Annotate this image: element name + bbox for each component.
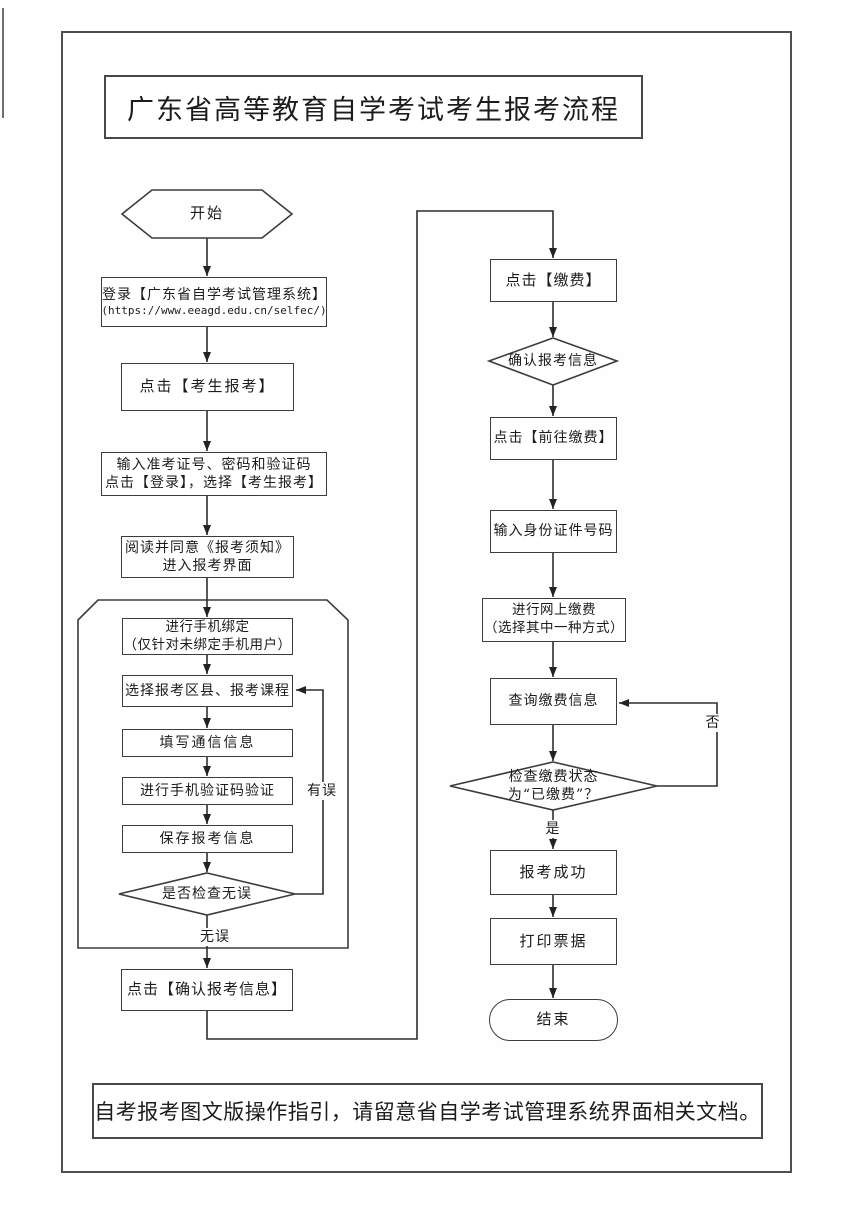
go-pay-step: 点击【前往缴费】: [490, 417, 617, 460]
confirm-info-step: 点击【确认报考信息】: [121, 969, 293, 1011]
pay-status-decision: 检查缴费状态 为“已缴费”？: [507, 768, 600, 803]
print-receipt-step: 打印票据: [490, 918, 617, 965]
id-number-step: 输入身份证件号码: [490, 510, 617, 553]
pay-click-step: 点击【缴费】: [490, 259, 617, 302]
start-hexagon-shape: [120, 189, 294, 239]
outer-border: [61, 31, 792, 1173]
confirm-reg-diamond-shape: [486, 337, 620, 386]
footer-note-text: 自考报考图文版操作指引，请留意省自学考试管理系统界面相关文档。: [94, 1100, 761, 1124]
register-click-step: 点击【考生报考】: [121, 363, 294, 411]
label-has-error: 有误: [304, 782, 340, 800]
check-correct-decision: 是否检查无误: [162, 885, 252, 902]
label-yes: 是: [545, 820, 561, 838]
label-no: 否: [705, 714, 721, 732]
page-title: 广东省高等教育自学考试考生报考流程: [104, 75, 643, 139]
query-pay-step: 查询缴费信息: [490, 678, 617, 725]
save-info-step: 保存报考信息: [122, 825, 293, 853]
end-terminator: 结束: [489, 999, 618, 1041]
sms-verify-step: 进行手机验证码验证: [122, 777, 293, 805]
label-no-error: 无误: [195, 928, 235, 946]
select-courses-step: 选择报考区县、报考课程: [122, 675, 293, 707]
success-step: 报考成功: [490, 850, 617, 895]
page-title-text: 广东省高等教育自学考试考生报考流程: [127, 94, 620, 126]
online-pay-step: 进行网上缴费 （选择其中一种方式）: [482, 598, 626, 642]
page-edge-artifact: [2, 8, 4, 118]
footer-note: 自考报考图文版操作指引，请留意省自学考试管理系统界面相关文档。: [92, 1083, 763, 1139]
login-step: 登录【广东省自学考试管理系统】 (https://www.eeagd.edu.c…: [101, 277, 327, 327]
credentials-step: 输入准考证号、密码和验证码 点击【登录】，选择【考生报考】: [101, 452, 327, 496]
bind-phone-step: 进行手机绑定 （仅针对未绑定手机用户）: [122, 618, 293, 655]
pay-status-diamond-shape: [449, 761, 658, 811]
notice-step: 阅读并同意《报考须知》 进入报考界面: [121, 536, 294, 578]
confirm-reg-decision: 确认报考信息: [508, 353, 598, 370]
contact-info-step: 填写通信信息: [122, 729, 293, 757]
start-terminator: 开始: [189, 204, 224, 223]
check-correct-diamond-shape: [118, 872, 296, 916]
